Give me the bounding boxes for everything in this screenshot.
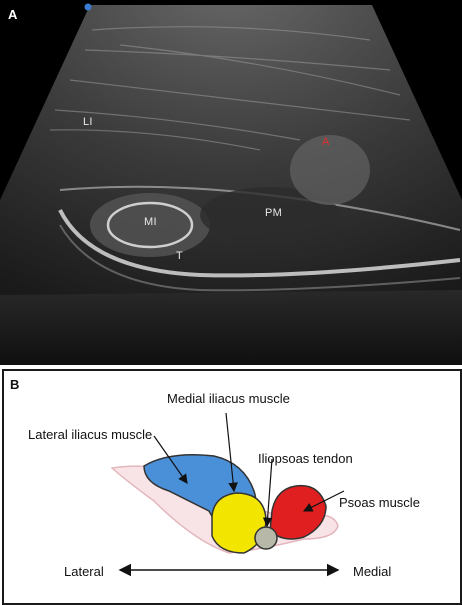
schematic-diagram	[110, 412, 345, 577]
label-medial-iliacus: Medial iliacus muscle	[167, 391, 290, 406]
label-li: LI	[83, 116, 93, 128]
panel-b-letter: B	[10, 377, 20, 392]
label-iliopsoas-tendon: Iliopsoas tendon	[258, 451, 353, 466]
schematic-panel: B Medial iliacus muscle Lateral iliacus …	[2, 369, 462, 605]
label-psoas: Psoas muscle	[339, 495, 420, 510]
label-t: T	[176, 250, 184, 262]
psoas-shape	[269, 484, 327, 540]
ultrasound-image	[0, 3, 462, 365]
panel-a-letter: A	[8, 7, 18, 22]
label-a: A	[322, 136, 330, 148]
ultrasound-panel: A LI A MI PM T	[0, 0, 462, 365]
label-lateral: Lateral	[64, 564, 104, 579]
iliopsoas-tendon-shape	[254, 526, 278, 550]
label-medial: Medial	[353, 564, 392, 579]
label-lateral-iliacus: Lateral iliacus muscle	[28, 427, 153, 442]
label-pm: PM	[265, 207, 283, 219]
label-mi: MI	[144, 216, 157, 228]
